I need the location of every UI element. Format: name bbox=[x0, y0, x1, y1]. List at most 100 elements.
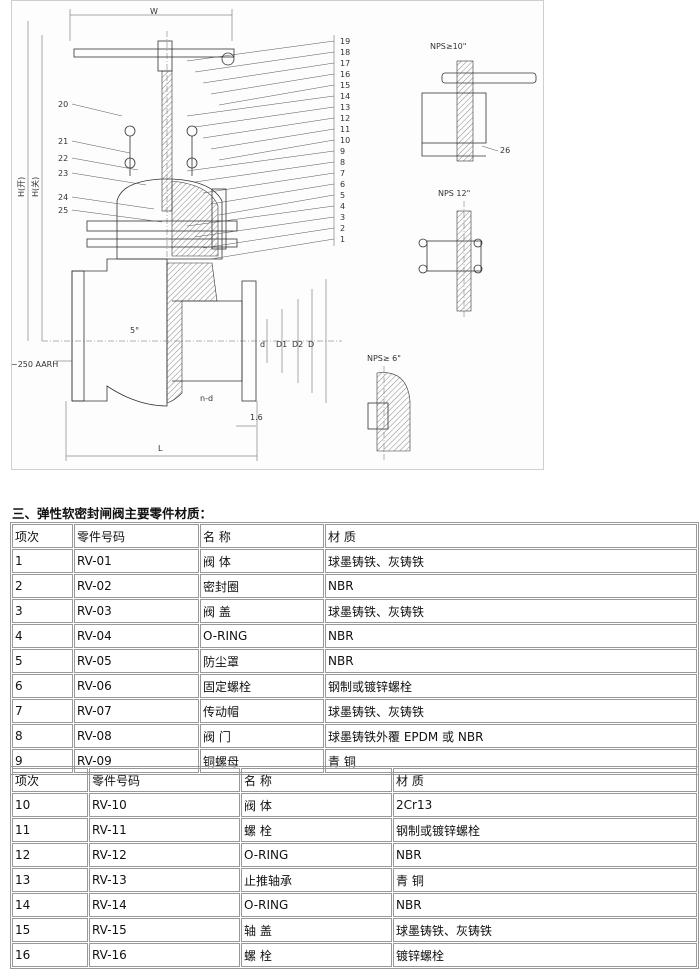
table-cell: 钢制或镀锌螺栓 bbox=[325, 674, 697, 698]
table-cell: 固定螺栓 bbox=[200, 674, 324, 698]
detail-nps10-label: NPS≥10" bbox=[430, 42, 466, 51]
table-cell: 9 bbox=[12, 749, 73, 773]
dim-n-d: n-d bbox=[200, 394, 213, 403]
table-cell: NBR bbox=[325, 574, 697, 598]
table-cell: NBR bbox=[325, 624, 697, 648]
header-cell: 材 质 bbox=[393, 768, 697, 792]
header-cell: 名 称 bbox=[241, 768, 392, 792]
table-cell: 轴 盖 bbox=[241, 918, 392, 942]
table-cell: 镀锌螺栓 bbox=[393, 943, 697, 967]
callout-number: 11 bbox=[340, 125, 350, 134]
callout-number: 7 bbox=[340, 169, 345, 178]
callout-leader bbox=[218, 84, 335, 106]
table-cell: 12 bbox=[12, 843, 88, 867]
callout-leader bbox=[71, 209, 163, 223]
callout-leader bbox=[71, 172, 147, 186]
table-cell: 7 bbox=[12, 699, 73, 723]
callout-number: 8 bbox=[340, 158, 345, 167]
detail-nps6-label: NPS≥ 6" bbox=[367, 354, 401, 363]
dim-w: W bbox=[150, 7, 158, 16]
table-header-row: 项次零件号码名 称材 质 bbox=[12, 524, 697, 548]
table-cell: 3 bbox=[12, 599, 73, 623]
table-cell: 传动帽 bbox=[200, 699, 324, 723]
table-cell: 2 bbox=[12, 574, 73, 598]
callout-number: 25 bbox=[58, 206, 68, 215]
callout-number: 5 bbox=[340, 191, 345, 200]
table-cell: RV-16 bbox=[89, 943, 240, 967]
table-cell: 8 bbox=[12, 724, 73, 748]
table-cell: RV-10 bbox=[89, 793, 240, 817]
table-cell: RV-05 bbox=[74, 649, 199, 673]
table-cell: 青 铜 bbox=[325, 749, 697, 773]
table-cell: RV-04 bbox=[74, 624, 199, 648]
dim-h-open: H(开) bbox=[17, 177, 26, 197]
callout-leader bbox=[210, 128, 335, 150]
callout-leader bbox=[202, 62, 335, 84]
table-cell: RV-14 bbox=[89, 893, 240, 917]
callout-number: 21 bbox=[58, 137, 68, 146]
callout-number: 6 bbox=[340, 180, 345, 189]
dim-d: d bbox=[260, 340, 265, 349]
callout-leader bbox=[218, 194, 335, 216]
table-cell: RV-13 bbox=[89, 868, 240, 892]
callout-leader bbox=[194, 51, 335, 73]
table-cell: 球墨铸铁、灰铸铁 bbox=[393, 918, 697, 942]
table-cell: 螺 栓 bbox=[241, 943, 392, 967]
table-cell: RV-08 bbox=[74, 724, 199, 748]
callout-leader bbox=[210, 238, 335, 260]
callout-number: 3 bbox=[340, 213, 345, 222]
callout-leader bbox=[186, 40, 335, 62]
callout-number: 4 bbox=[340, 202, 345, 211]
callout-number: 16 bbox=[340, 70, 350, 79]
table-cell: 球墨铸铁、灰铸铁 bbox=[325, 599, 697, 623]
callout-leader bbox=[194, 161, 335, 183]
table-header-row: 项次零件号码名 称材 质 bbox=[12, 768, 697, 792]
table-cell: 防尘罩 bbox=[200, 649, 324, 673]
callout-number: 20 bbox=[58, 100, 68, 109]
callout-leader bbox=[186, 95, 335, 117]
callout-leader bbox=[186, 205, 335, 227]
callout-number: 9 bbox=[340, 147, 345, 156]
callout-leader bbox=[71, 140, 131, 154]
dim-d2: D2 bbox=[292, 340, 303, 349]
header-cell: 零件号码 bbox=[89, 768, 240, 792]
table-cell: RV-12 bbox=[89, 843, 240, 867]
callout-number: 23 bbox=[58, 169, 68, 178]
table-cell: 钢制或镀锌螺栓 bbox=[393, 818, 697, 842]
callout-leader bbox=[71, 103, 123, 117]
table-cell: NBR bbox=[393, 843, 697, 867]
header-cell: 项次 bbox=[12, 524, 73, 548]
callout-leader bbox=[194, 106, 335, 128]
callout-number: 13 bbox=[340, 103, 350, 112]
table-cell: NBR bbox=[393, 893, 697, 917]
table-cell: 2Cr13 bbox=[393, 793, 697, 817]
callout-leader bbox=[202, 172, 335, 194]
callout-number: 22 bbox=[58, 154, 68, 163]
table-cell: 阀 体 bbox=[241, 793, 392, 817]
table-cell: NBR bbox=[325, 649, 697, 673]
callout-leader bbox=[71, 157, 139, 171]
callout-number: 19 bbox=[340, 37, 350, 46]
table-cell: 球墨铸铁、灰铸铁 bbox=[325, 549, 697, 573]
callout-leader bbox=[186, 150, 335, 172]
table-cell: 15 bbox=[12, 918, 88, 942]
table-cell: RV-06 bbox=[74, 674, 199, 698]
callout-number: 24 bbox=[58, 193, 68, 202]
dim-d-outer: D bbox=[308, 340, 314, 349]
flange-std-label: ~250 AARH bbox=[12, 360, 58, 369]
table-cell: RV-02 bbox=[74, 574, 199, 598]
